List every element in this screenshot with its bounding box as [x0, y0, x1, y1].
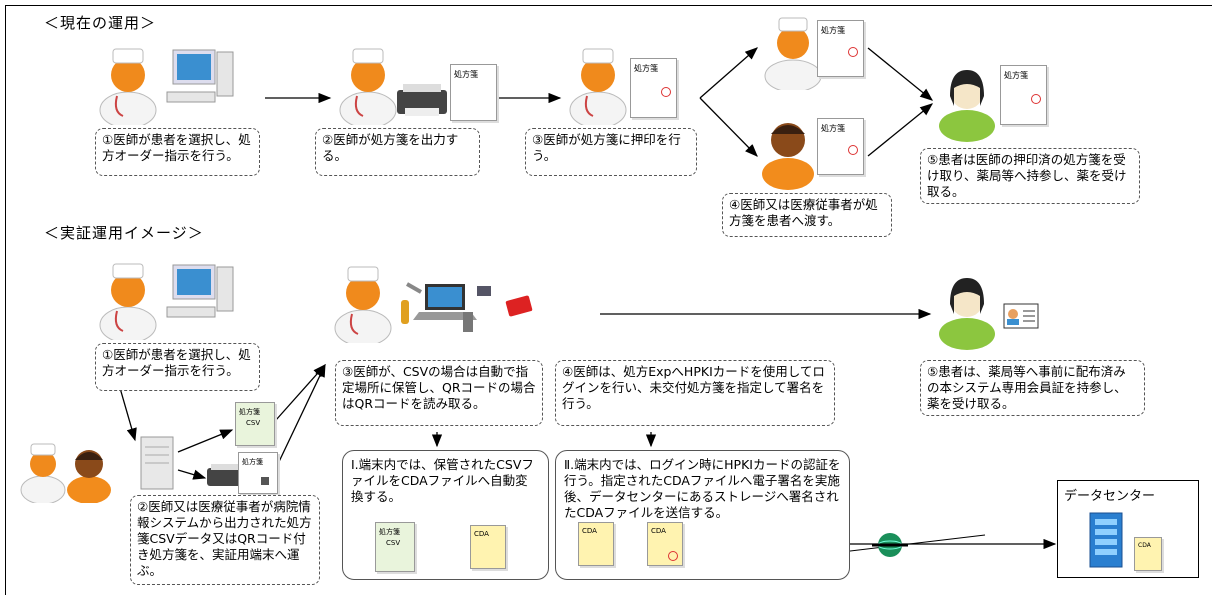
doctor-icon	[99, 48, 157, 125]
arrow-current-4a-5	[867, 47, 934, 101]
doctor-icon	[99, 263, 157, 340]
current-step-1-box: ①医師が患者を選択し、処方オーダー指示を行う。	[95, 128, 260, 176]
server-icon	[140, 436, 174, 490]
arrow-print-terminal	[275, 363, 326, 469]
outer-frame	[5, 5, 1212, 595]
qr-prescription-icon: 処方箋	[238, 452, 278, 494]
doctor-and-nurse-icon	[20, 443, 111, 503]
arrow-server-printer	[177, 469, 207, 480]
terminal-devices-icon	[401, 282, 533, 332]
doctor-icon	[764, 17, 822, 90]
demo-step-3-box: ③医師が、CSVの場合は自動で指定場所に保管し、QRコードの場合はQRコードを読…	[335, 360, 543, 426]
csv-file-icon: 処方箋 CSV	[375, 522, 415, 572]
demo-step-4-box: ④医師は、処方ExpへHPKIカードを使用してログインを行い、未交付処方箋を指定…	[555, 360, 835, 426]
data-center-box: データセンター CDA	[1057, 480, 1199, 578]
stamped-prescription-icon: 処方箋	[817, 118, 864, 175]
terminal-conversion-text: Ⅰ.端末内では、保管されたCSVファイルをCDAファイルへ自動変換する。	[351, 457, 534, 504]
demo-step-5-box: ⑤患者は、薬局等へ事前に配布済みの本システム専用会員証を持参し、薬を受け取る。	[920, 360, 1145, 416]
current-step-3-box: ③医師が処方箋に押印を行う。	[525, 128, 697, 176]
terminal-signing-text: Ⅱ.端末内では、ログイン時にHPKIカードの認証を行う。指定されたCDAファイル…	[564, 457, 841, 520]
arrow-current-3-4b	[699, 97, 758, 157]
data-center-label: データセンター	[1064, 489, 1156, 504]
demo-step-2-box: ②医師又は医療従事者が病院情報システムから出力された処方箋CSVデータ又はQRコ…	[130, 495, 320, 585]
terminal-conversion-box: Ⅰ.端末内では、保管されたCSVファイルをCDAファイルへ自動変換する。	[342, 450, 549, 580]
printer-icon	[397, 84, 447, 116]
server-rack-icon	[1089, 512, 1123, 568]
patient-icon	[939, 278, 995, 350]
signed-cda-file-icon: CDA	[647, 522, 683, 566]
section-title-current: ＜現在の運用＞	[44, 14, 157, 32]
stamped-prescription-icon: 処方箋	[630, 58, 677, 118]
arrow-current-3-4a	[699, 47, 758, 99]
patient-icon	[939, 70, 995, 142]
doctor-icon	[569, 48, 627, 125]
computer-icon	[166, 264, 234, 318]
prescription-doc-icon: 処方箋	[450, 64, 497, 121]
arrow-csv-terminal	[275, 364, 326, 421]
arrow-demo-1-server	[119, 387, 137, 442]
csv-file-icon: 処方箋 CSV	[235, 402, 275, 446]
current-step-2-box: ②医師が処方箋を出力する。	[315, 128, 480, 176]
stamped-prescription-icon: 処方箋	[1000, 65, 1047, 125]
arrow-server-csv	[177, 429, 234, 453]
doctor-icon	[334, 266, 392, 343]
member-card-icon	[1003, 303, 1039, 329]
computer-icon	[166, 49, 234, 103]
section-title-demo: ＜実証運用イメージ＞	[44, 224, 204, 242]
current-step-5-box: ⑤患者は医師の押印済の処方箋を受け取り、薬局等へ持参し、薬を受け取る。	[920, 148, 1140, 204]
cda-file-icon: CDA	[470, 525, 506, 569]
network-globe-icon	[872, 533, 908, 557]
nurse-icon	[762, 123, 814, 190]
cda-file-icon: CDA	[578, 522, 614, 566]
arrow-current-4b-5	[867, 103, 934, 157]
demo-step-1-box: ①医師が患者を選択し、処方オーダー指示を行う。	[95, 343, 260, 391]
stamped-prescription-icon: 処方箋	[817, 20, 864, 77]
cda-file-icon: CDA	[1134, 537, 1162, 571]
current-step-4-box: ④医師又は医療従事者が処方箋を患者へ渡す。	[722, 193, 892, 237]
printer-icon	[207, 464, 243, 486]
doctor-icon	[339, 48, 397, 125]
